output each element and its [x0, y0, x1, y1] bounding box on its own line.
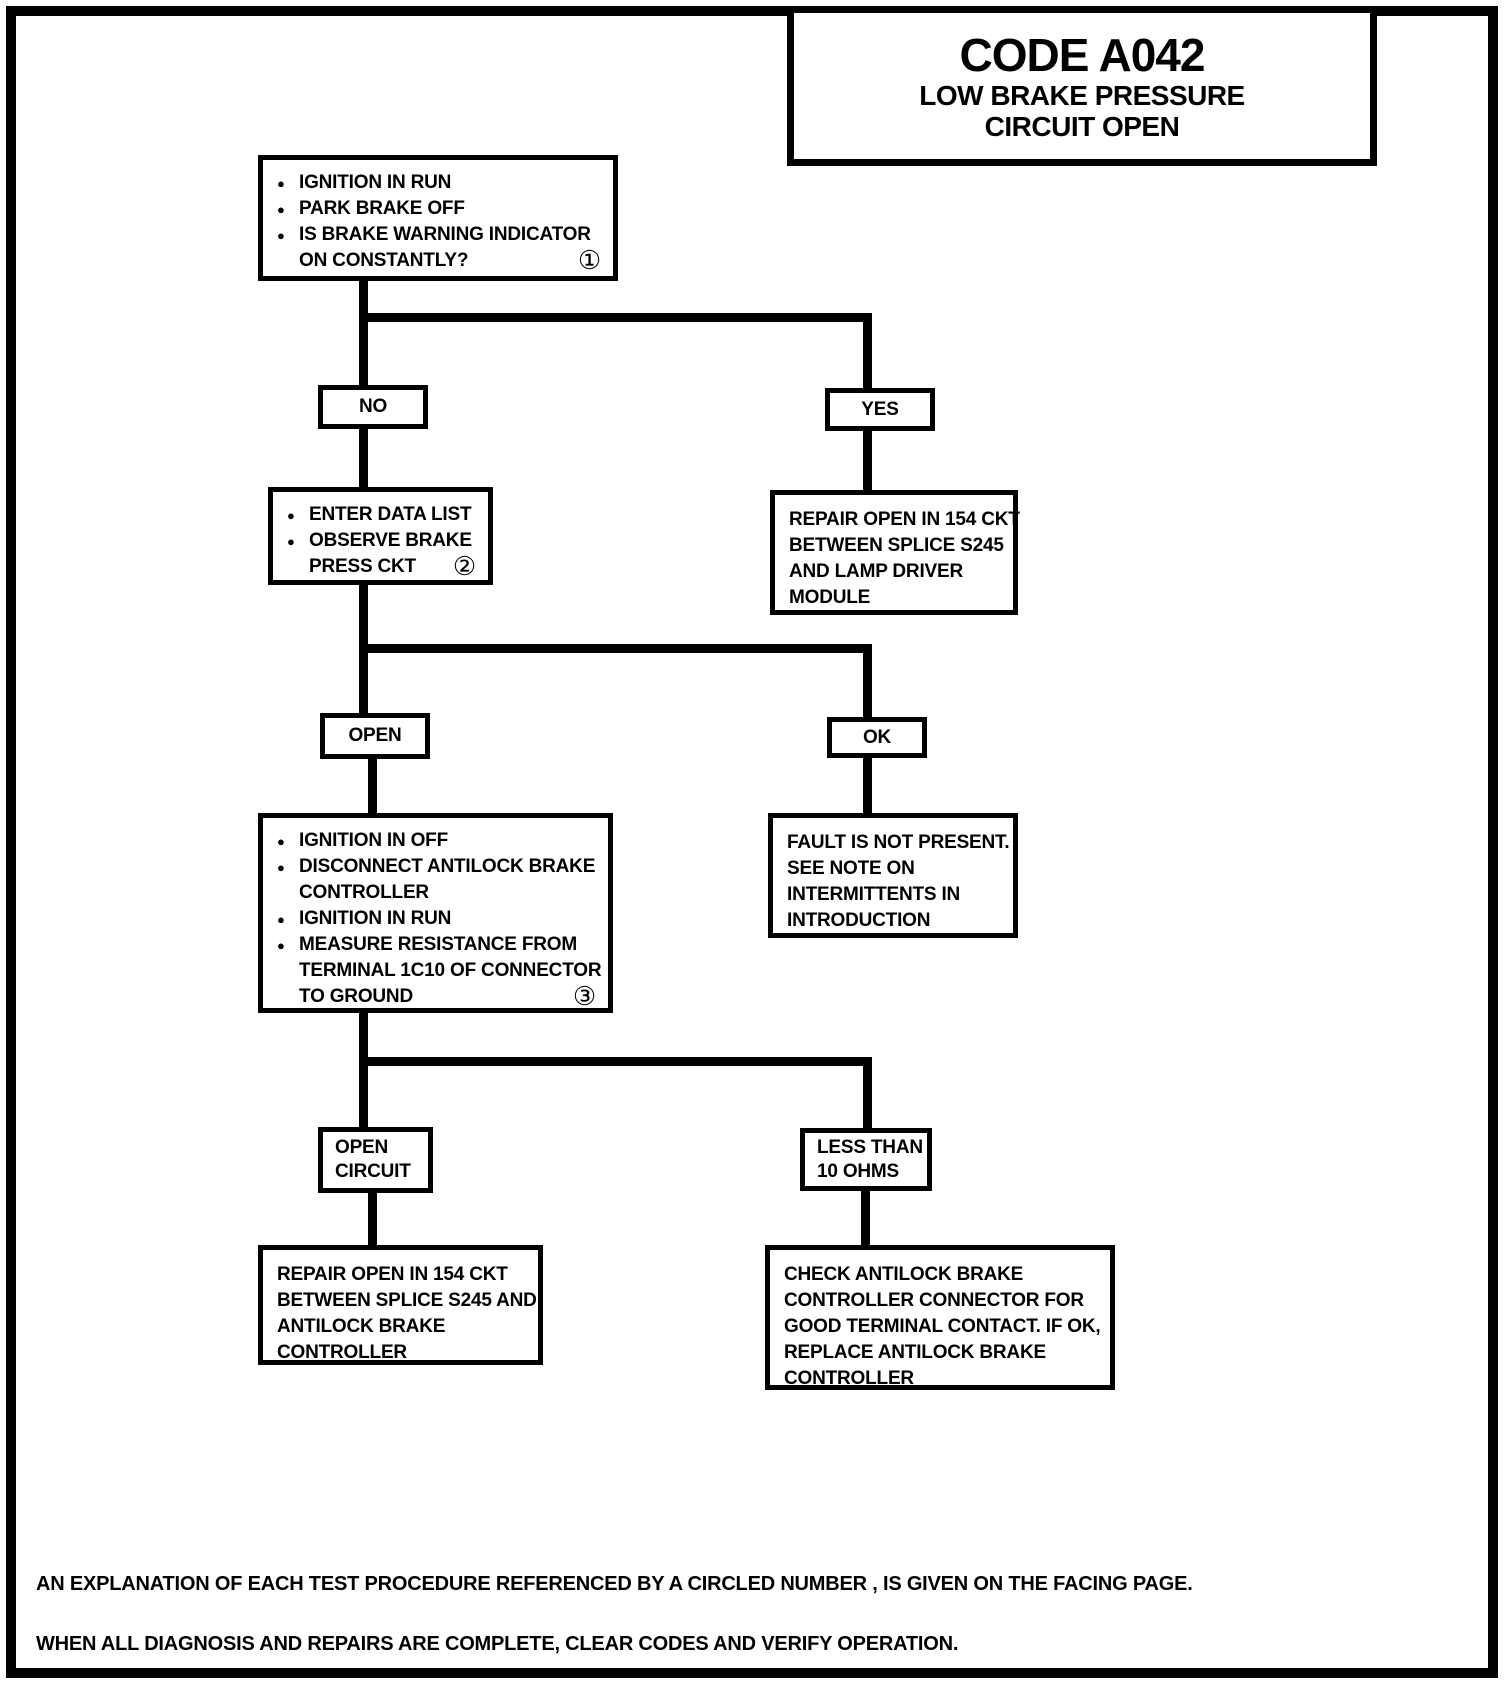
- check-controller-line: REPLACE ANTILOCK BRAKE: [784, 1342, 1046, 1363]
- title-subtitle-line1: LOW BRAKE PRESSURE: [919, 80, 1245, 111]
- check-controller-box: CHECK ANTILOCK BRAKE CONTROLLER CONNECTO…: [765, 1245, 1115, 1390]
- step3-line: TO GROUND ③: [277, 981, 596, 1011]
- check-controller-line: CHECK ANTILOCK BRAKE: [784, 1264, 1024, 1285]
- fault-line: FAULT IS NOT PRESENT.: [787, 832, 1010, 853]
- decision-yes-label: YES: [861, 398, 899, 420]
- step2-box: ENTER DATA LIST OBSERVE BRAKE PRESS CKT …: [268, 487, 493, 585]
- decision-ok-label: OK: [862, 726, 892, 748]
- decision-less-than-line: 10 OHMS: [817, 1160, 900, 1182]
- code-title: CODE A042: [959, 29, 1206, 81]
- step2-line: PRESS CKT ②: [287, 551, 476, 581]
- fault-not-present-box: FAULT IS NOT PRESENT. SEE NOTE ON INTERM…: [768, 813, 1018, 938]
- connector-no-step2: [359, 429, 368, 487]
- connector-step3-opencircuit: [359, 1013, 368, 1127]
- decision-open-box: OPEN: [320, 713, 430, 759]
- decision-no-box: NO: [318, 385, 428, 429]
- decision-yes-box: YES: [825, 388, 935, 431]
- step2-line: ENTER DATA LIST: [287, 502, 476, 529]
- step3-line-text: TO GROUND: [299, 986, 413, 1007]
- decision-open-label: OPEN: [348, 725, 402, 746]
- connector-branch3-horizontal: [359, 1057, 872, 1066]
- step1-line: IS BRAKE WARNING INDICATOR: [277, 222, 601, 249]
- connector-branch2-horizontal: [359, 644, 872, 653]
- title-box: CODE A042 LOW BRAKE PRESSURE CIRCUIT OPE…: [787, 6, 1377, 166]
- connector-branch3-lessthan: [863, 1057, 872, 1128]
- step3-line: IGNITION IN RUN: [277, 906, 596, 933]
- connector-yes-repair: [863, 431, 872, 490]
- step1-line-text: ON CONSTANTLY?: [299, 250, 469, 271]
- page-border: [6, 6, 1498, 1678]
- step1-line: ON CONSTANTLY? ①: [277, 245, 601, 275]
- decision-open-circuit-box: OPEN CIRCUIT: [318, 1127, 433, 1193]
- decision-no-label: NO: [358, 396, 388, 417]
- step3-line: CONTROLLER: [299, 882, 429, 903]
- step2-line-text: PRESS CKT: [309, 556, 416, 577]
- connector-branch2-ok: [863, 644, 872, 717]
- connector-step1-no: [359, 281, 368, 385]
- connector-lessthan-check: [861, 1191, 870, 1245]
- repair-antilock-box: REPAIR OPEN IN 154 CKT BETWEEN SPLICE S2…: [258, 1245, 543, 1365]
- fault-line: INTRODUCTION: [787, 910, 931, 931]
- decision-open-circuit-line: CIRCUIT: [335, 1161, 411, 1182]
- footer-note-2: WHEN ALL DIAGNOSIS AND REPAIRS ARE COMPL…: [36, 1633, 959, 1655]
- repair-lamp-line: BETWEEN SPLICE S245: [789, 535, 1004, 556]
- step3-box: IGNITION IN OFF DISCONNECT ANTILOCK BRAK…: [258, 813, 613, 1013]
- step3-line: TERMINAL 1C10 OF CONNECTOR: [299, 960, 602, 981]
- decision-ok-box: OK: [827, 717, 927, 758]
- repair-lamp-line: AND LAMP DRIVER: [789, 561, 963, 582]
- connector-open-step3: [368, 759, 377, 813]
- connector-ok-fault: [863, 758, 872, 813]
- repair-lamp-line: REPAIR OPEN IN 154 CKT: [789, 509, 1020, 530]
- repair-lamp-driver-box: REPAIR OPEN IN 154 CKT BETWEEN SPLICE S2…: [770, 490, 1020, 615]
- title-subtitle-line2: CIRCUIT OPEN: [984, 111, 1180, 142]
- connector-opencircuit-repair: [368, 1193, 377, 1245]
- check-controller-line: CONTROLLER CONNECTOR FOR: [784, 1290, 1084, 1311]
- step3-line: DISCONNECT ANTILOCK BRAKE: [277, 854, 596, 881]
- step1-line: PARK BRAKE OFF: [277, 196, 601, 223]
- step1-line: IGNITION IN RUN: [277, 170, 601, 197]
- fault-line: INTERMITTENTS IN: [787, 884, 961, 905]
- decision-open-circuit-line: OPEN: [335, 1137, 389, 1158]
- decision-less-than-line: LESS THAN: [817, 1136, 923, 1158]
- repair-antilock-line: BETWEEN SPLICE S245 AND: [277, 1290, 537, 1311]
- connector-branch1-yes: [863, 313, 872, 390]
- circled-ref-3: ③: [572, 981, 596, 1011]
- step1-box: IGNITION IN RUN PARK BRAKE OFF IS BRAKE …: [258, 155, 618, 281]
- repair-antilock-line: REPAIR OPEN IN 154 CKT: [277, 1264, 508, 1285]
- decision-less-than-box: LESS THAN 10 OHMS: [800, 1128, 932, 1191]
- repair-lamp-line: MODULE: [789, 587, 871, 608]
- check-controller-line: CONTROLLER: [784, 1368, 914, 1389]
- repair-antilock-line: ANTILOCK BRAKE: [277, 1316, 446, 1337]
- circled-ref-2: ②: [452, 551, 476, 581]
- circled-ref-1: ①: [577, 245, 601, 275]
- step3-line: IGNITION IN OFF: [277, 828, 596, 855]
- check-controller-line: GOOD TERMINAL CONTACT. IF OK,: [784, 1316, 1101, 1337]
- footer-note-1: AN EXPLANATION OF EACH TEST PROCEDURE RE…: [36, 1573, 1193, 1595]
- repair-antilock-line: CONTROLLER: [277, 1342, 407, 1363]
- step2-line: OBSERVE BRAKE: [287, 528, 476, 555]
- step3-line: MEASURE RESISTANCE FROM: [277, 932, 596, 959]
- connector-branch1-horizontal: [359, 313, 872, 322]
- fault-line: SEE NOTE ON: [787, 858, 915, 879]
